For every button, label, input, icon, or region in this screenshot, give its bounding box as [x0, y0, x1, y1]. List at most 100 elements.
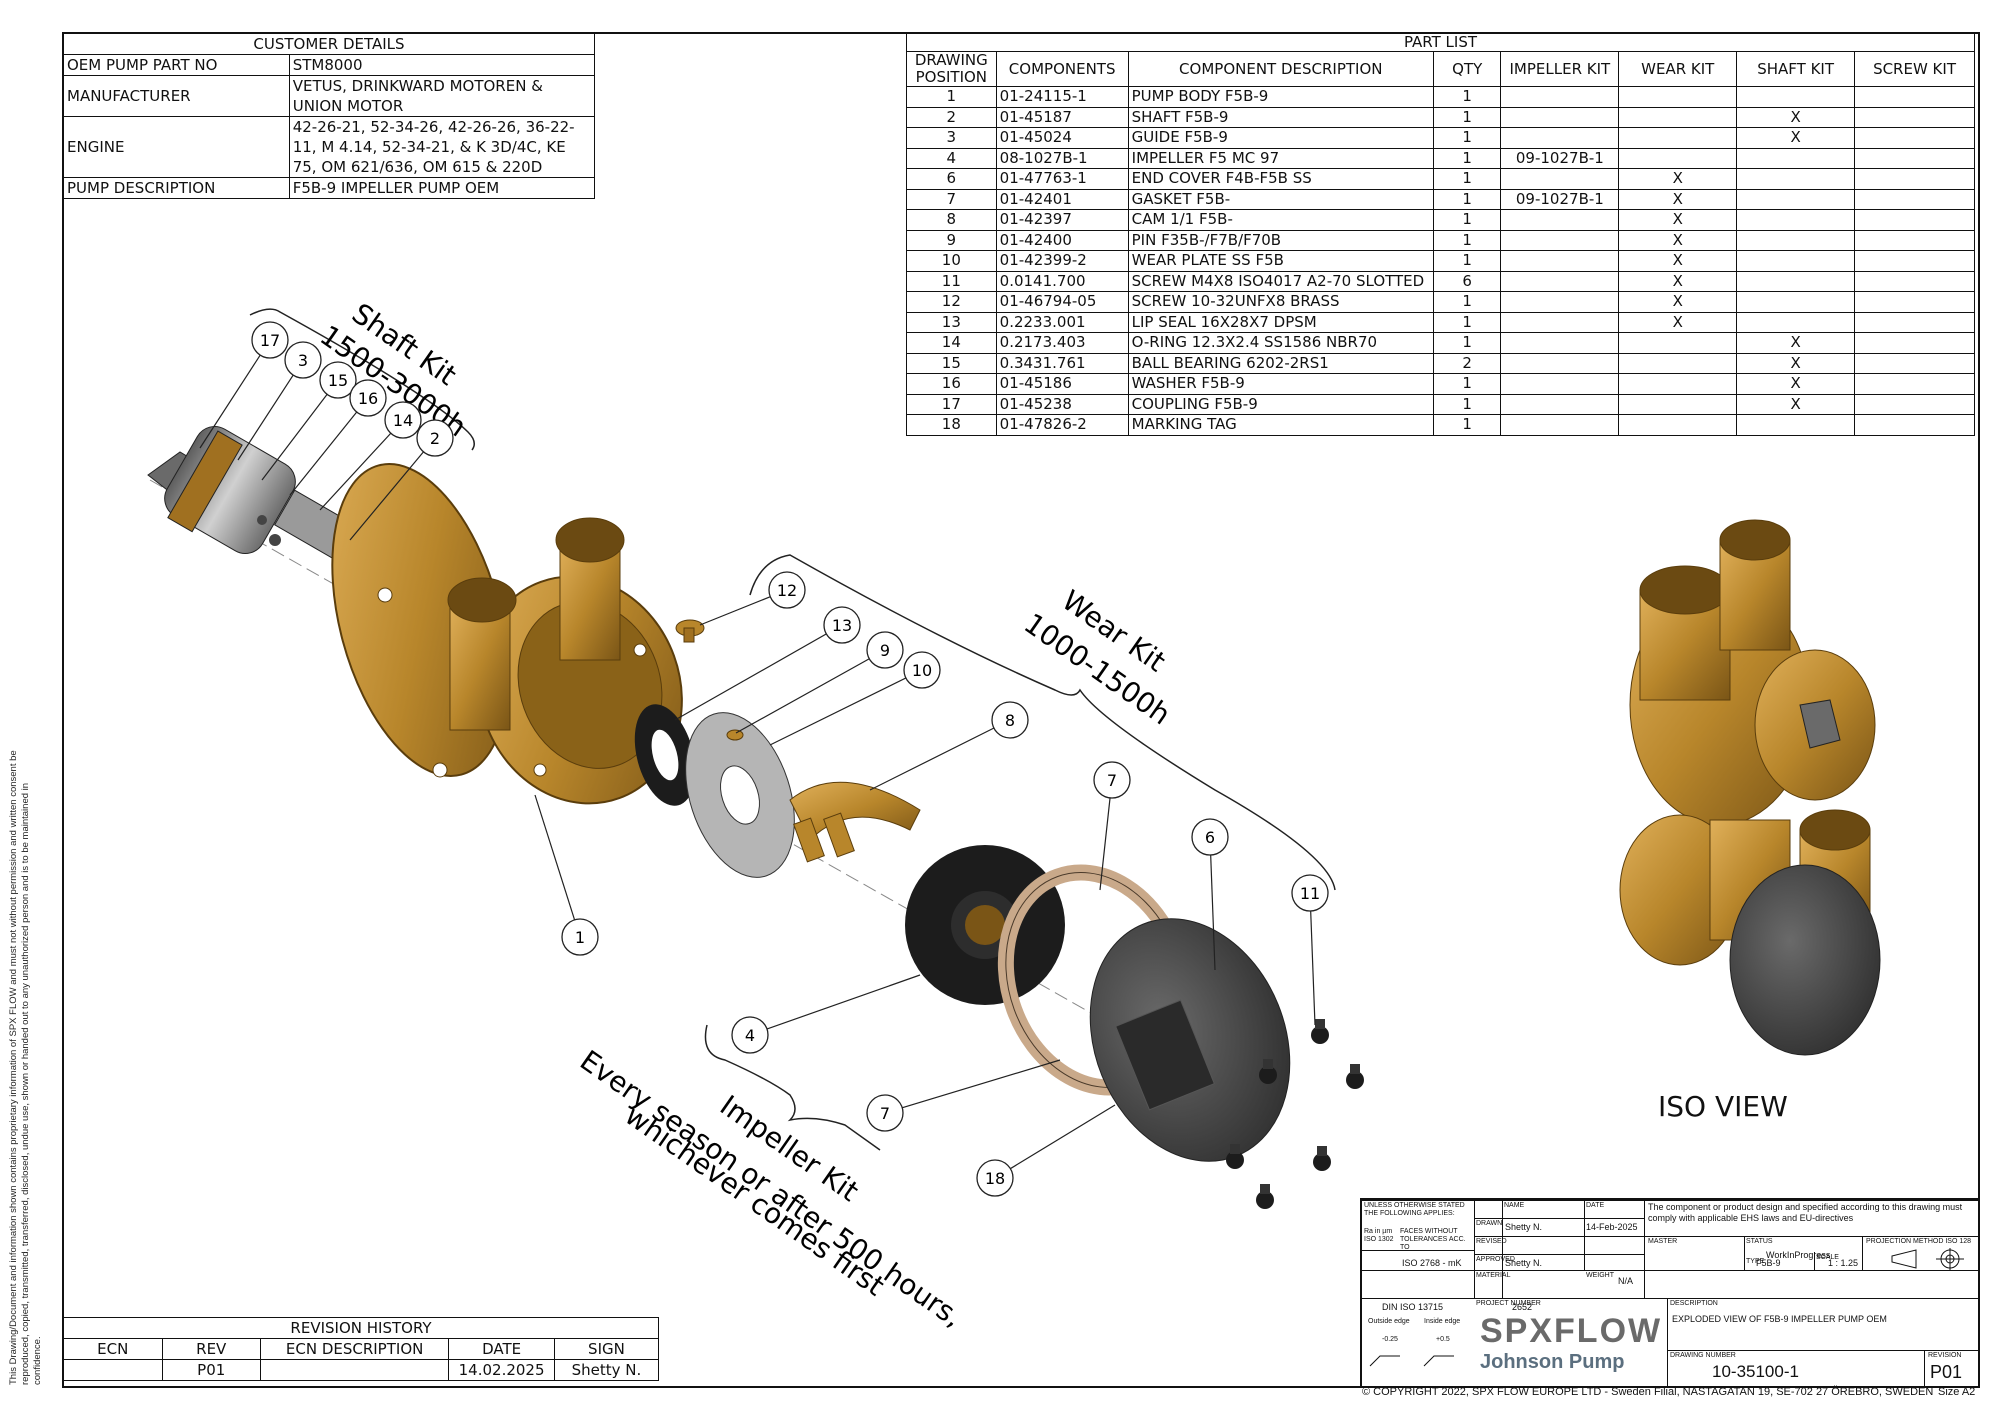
part-list-cell: WEAR PLATE SS F5B [1127, 250, 1434, 272]
position-balloon: 1 [561, 918, 599, 956]
tb-scale-value: 1 : 1.25 [1828, 1258, 1859, 1268]
part-list-cell: LIP SEAL 16X28X7 DPSM [1127, 311, 1434, 333]
part-list-cell [1854, 414, 1975, 436]
part-list-cell: 12 [906, 291, 997, 313]
shaft-kit-bracket [249, 308, 475, 451]
position-balloon: 6 [1191, 818, 1229, 856]
balloon-number: 12 [777, 581, 797, 600]
part-list-cell: O-RING 12.3X2.4 SS1586 NBR70 [1127, 332, 1434, 354]
position-balloon: 9 [866, 631, 904, 669]
tb-drawing-number-label: DRAWING NUMBER [1670, 1352, 1736, 1359]
balloon-number: 4 [745, 1026, 755, 1045]
part-list-cell: PUMP BODY F5B-9 [1127, 86, 1434, 108]
tb-date-label: DATE [1586, 1202, 1605, 1209]
part-list-cell: 0.2233.001 [995, 311, 1129, 333]
revision-history-table: REVISION HISTORY ECN REV ECN DESCRIPTION… [63, 1317, 660, 1381]
part-list-cell: SCREW 10-32UNFX8 BRASS [1127, 291, 1434, 313]
tb-approved-name: Shetty N. [1505, 1258, 1543, 1268]
revision-cell [259, 1359, 450, 1381]
customer-label: PUMP DESCRIPTION [63, 177, 290, 199]
end-cover [1089, 918, 1291, 1162]
part-list-cell: 09-1027B-1 [1500, 188, 1620, 210]
revision-header: REV [161, 1338, 261, 1360]
edge-symbols [1369, 1355, 1454, 1367]
tb-ra: Ra in µm ISO 1302 [1364, 1228, 1394, 1243]
tb-din: DIN ISO 13715 [1382, 1302, 1444, 1312]
tb-inside-edge: Inside edge [1424, 1318, 1461, 1325]
tb-name-label: NAME [1504, 1202, 1525, 1209]
tb-revision: P01 [1930, 1362, 1963, 1382]
tb-status-label: STATUS [1746, 1238, 1773, 1245]
tb-project-number: 2652 [1512, 1302, 1533, 1312]
revision-header: ECN DESCRIPTION [259, 1338, 450, 1360]
sheet-size: Size A2 [1938, 1386, 1976, 1398]
wear-plate [685, 712, 795, 878]
tb-scale-label: SCALE [1816, 1254, 1839, 1261]
part-list-cell: 15 [906, 352, 997, 374]
cover-screws [1226, 1019, 1364, 1209]
balloon-number: 1 [575, 928, 585, 947]
customer-value: F5B-9 IMPELLER PUMP OEM [288, 177, 596, 199]
balloon-number: 16 [358, 389, 378, 408]
balloon-number: 7 [880, 1104, 890, 1123]
part-list-header: QTY [1432, 51, 1502, 87]
position-balloon: 2 [416, 419, 454, 457]
tb-description-label: DESCRIPTION [1670, 1300, 1718, 1307]
part-list-cell: 01-47826-2 [995, 414, 1129, 436]
position-balloon: 7 [1093, 761, 1131, 799]
iso-view-label: ISO VIEW [1658, 1090, 1788, 1123]
tb-drawn-date: 14-Feb-2025 [1586, 1222, 1638, 1232]
leader-lines [199, 339, 1316, 1179]
position-balloon: 15 [319, 361, 357, 399]
customer-value: VETUS, DRINKWARD MOTOREN & UNION MOTOR [288, 75, 596, 117]
tb-revised-label: REVISED [1476, 1238, 1507, 1245]
tb-project-number-label: PROJECT NUMBER [1476, 1300, 1541, 1307]
position-balloon: 13 [823, 606, 861, 644]
tb-material-label: MATERIAL [1476, 1272, 1511, 1279]
wear-kit-bracket [749, 554, 1336, 891]
iso-view-front [1629, 519, 1876, 826]
position-balloon: 16 [349, 379, 387, 417]
revision-cell [63, 1359, 163, 1381]
balloon-number: 17 [260, 331, 280, 350]
part-list-cell: END COVER F4B-F5B SS [1127, 168, 1434, 190]
tb-description: EXPLODED VIEW OF F5B-9 IMPELLER PUMP OEM [1672, 1314, 1887, 1324]
lip-seal [634, 704, 696, 806]
part-list-cell: 17 [906, 393, 997, 415]
position-balloon: 18 [976, 1159, 1014, 1197]
tb-outside-val: -0.25 [1382, 1336, 1398, 1343]
tb-revision-label: REVISION [1928, 1352, 1962, 1359]
position-balloon: 7 [866, 1094, 904, 1132]
position-balloon: 4 [731, 1016, 769, 1054]
balloon-number: 11 [1300, 884, 1320, 903]
impeller-kit-bracket [704, 1024, 881, 1151]
brass-screw [675, 619, 705, 643]
part-list-header: COMPONENT DESCRIPTION [1127, 51, 1434, 87]
customer-label: ENGINE [63, 116, 290, 178]
part-list-header: WEAR KIT [1618, 51, 1738, 87]
part-list-header: IMPELLER KIT [1500, 51, 1620, 87]
part-list-cell: MARKING TAG [1127, 414, 1434, 436]
balloon-number: 9 [880, 641, 890, 660]
customer-label: MANUFACTURER [63, 75, 290, 117]
tb-weight-value: N/A [1618, 1276, 1634, 1286]
tb-unless-stated: UNLESS OTHERWISE STATED THE FOLLOWING AP… [1364, 1202, 1465, 1217]
tb-tolerance-std: ISO 2768 - mK [1402, 1258, 1462, 1268]
position-balloon: 17 [251, 321, 289, 359]
tb-status-value: WorkInProgress [1766, 1250, 1831, 1260]
revision-cell: 14.02.2025 [448, 1359, 555, 1381]
title-block: UNLESS OTHERWISE STATED THE FOLLOWING AP… [1360, 1198, 1978, 1386]
shaft-assembly [147, 426, 356, 561]
position-balloon: 12 [768, 571, 806, 609]
part-list-header: COMPONENTS [995, 51, 1129, 87]
spxflow-logo: SPXFLOW [1480, 1312, 1663, 1350]
part-list-cell: 14 [906, 332, 997, 354]
tb-weight-label: WEIGHT [1586, 1272, 1614, 1279]
